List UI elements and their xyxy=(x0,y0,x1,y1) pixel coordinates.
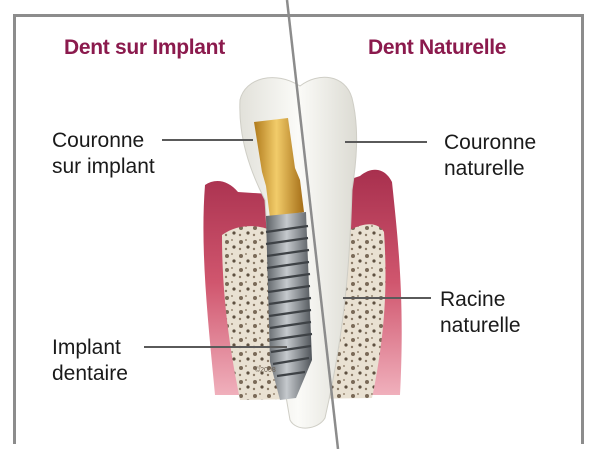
heading-implant-side: Dent sur Implant xyxy=(64,36,225,60)
label-dental-implant: Implant dentaire xyxy=(52,335,128,387)
copyright-mark: ©2008 xyxy=(255,366,276,374)
label-natural-root-line1: Racine xyxy=(440,287,521,313)
label-implant-crown: Couronne sur implant xyxy=(52,128,155,180)
label-implant-crown-line1: Couronne xyxy=(52,128,155,154)
label-natural-crown-line2: naturelle xyxy=(444,156,536,182)
label-natural-crown-line1: Couronne xyxy=(444,130,536,156)
label-dental-implant-line1: Implant xyxy=(52,335,128,361)
label-dental-implant-line2: dentaire xyxy=(52,361,128,387)
heading-natural-side: Dent Naturelle xyxy=(368,36,506,60)
label-natural-crown: Couronne naturelle xyxy=(444,130,536,182)
label-natural-root-line2: naturelle xyxy=(440,313,521,339)
label-implant-crown-line2: sur implant xyxy=(52,154,155,180)
label-natural-root: Racine naturelle xyxy=(440,287,521,339)
